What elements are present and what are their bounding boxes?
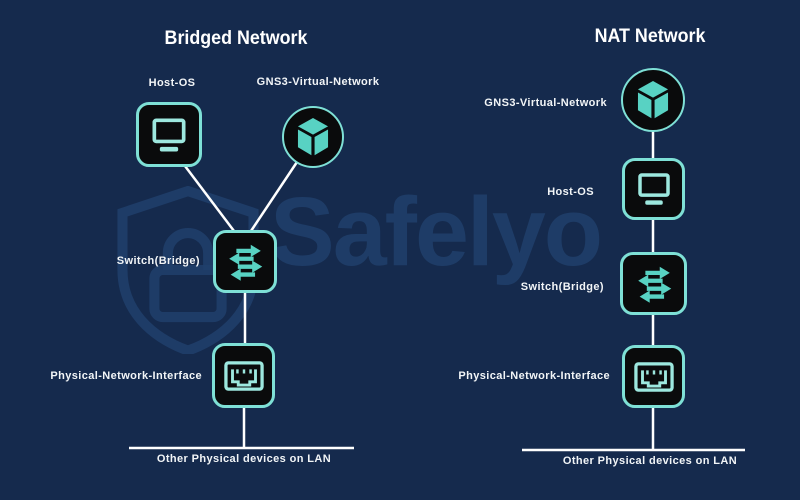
right-host-os-node xyxy=(622,158,685,220)
cube-icon xyxy=(297,118,329,156)
right-physical-network-interface-node xyxy=(622,345,685,408)
left-gns3-virtual-network-node xyxy=(282,106,344,168)
monitor-icon xyxy=(152,118,186,151)
right-switch-bridge-label: Switch(Bridge) xyxy=(520,281,604,293)
right-switch-bridge-node xyxy=(620,252,687,315)
ethernet-port-icon xyxy=(223,360,264,391)
left-host-os-label: Host-OS xyxy=(148,77,196,89)
left-host-os-node xyxy=(136,102,202,167)
switch-arrows-icon xyxy=(637,266,671,303)
right-lan-label: Other Physical devices on LAN xyxy=(562,455,738,467)
ethernet-port-icon xyxy=(633,361,674,392)
left-lan-label: Other Physical devices on LAN xyxy=(156,453,332,465)
left-switch-bridge-label: Switch(Bridge) xyxy=(116,255,200,267)
left-gns3-virtual-network-label: GNS3-Virtual-Network xyxy=(256,76,380,88)
monitor-icon xyxy=(637,173,670,205)
right-host-os-label: Host-OS xyxy=(547,186,594,198)
nat-network-title: NAT Network xyxy=(594,26,706,47)
left-physical-network-interface-label: Physical-Network-Interface xyxy=(50,370,202,382)
switch-arrows-icon xyxy=(229,244,263,281)
left-physical-network-interface-node xyxy=(212,343,275,408)
right-gns3-virtual-network-label: GNS3-Virtual-Network xyxy=(484,97,607,109)
right-gns3-virtual-network-node xyxy=(621,68,685,132)
left-switch-bridge-node xyxy=(213,230,277,293)
cube-icon xyxy=(637,81,669,119)
right-physical-network-interface-label: Physical-Network-Interface xyxy=(458,370,610,382)
bridged-network-title: Bridged Network xyxy=(164,28,308,49)
